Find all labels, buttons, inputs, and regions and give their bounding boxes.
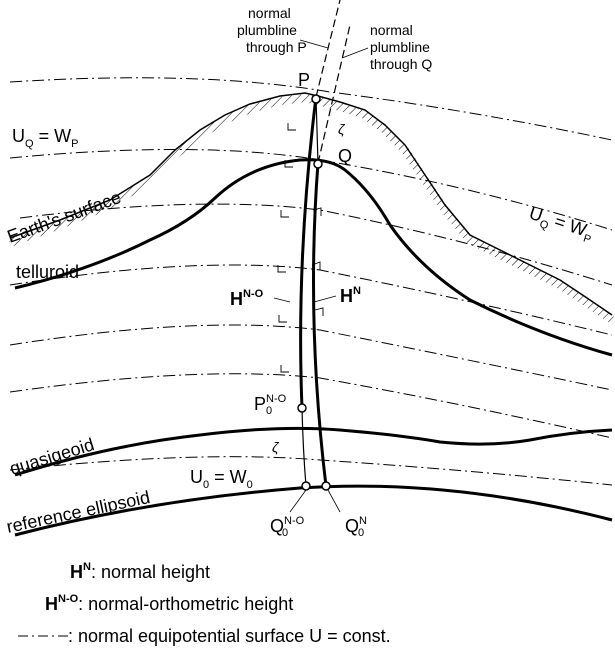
label-Q0-NO-sub: 0 — [282, 527, 288, 539]
leader-H-N — [313, 295, 337, 303]
point-Q0-N-marker — [321, 481, 331, 491]
earths-surface-line — [8, 92, 615, 324]
leader-P — [299, 39, 329, 49]
label-P: P — [298, 70, 310, 90]
equipotential-line-3 — [19, 203, 613, 286]
equipotential-line-6 — [9, 373, 613, 439]
equipotential-line-1 — [9, 77, 613, 141]
reference-ellipsoid-line — [14, 484, 613, 537]
telluroid-line — [14, 158, 613, 357]
point-P-marker — [311, 94, 321, 104]
label-zeta-top: ζ — [338, 121, 346, 137]
label-UQ-WP-right: UQ = WP — [526, 203, 597, 246]
leader-Q0-NO — [289, 489, 307, 513]
label-UQ-WP-right-group: UQ = WP — [526, 203, 597, 246]
leader-H-NO — [273, 297, 291, 303]
leader-Q — [341, 47, 369, 59]
label-reference-ellipsoid: reference ellipsoid — [5, 487, 152, 537]
quasigeoid-line — [14, 426, 613, 477]
legend-item-equipotential: : normal equipotential surface U = const… — [68, 626, 391, 646]
label-Q0-NO: QN-O — [270, 515, 305, 536]
label-plumbline-P: normal plumbline through P — [237, 5, 307, 55]
label-Q0-N: QN — [345, 515, 367, 536]
label-plumbline-Q: normal plumbline through Q — [370, 22, 434, 72]
label-H-NO: HN-O — [230, 288, 264, 309]
label-UQ-WP-left: UQ = WP — [12, 126, 78, 150]
legend: HN: normal height HN-O: normal-orthometr… — [18, 561, 391, 646]
points — [297, 94, 331, 491]
label-H-N: HN — [340, 285, 361, 306]
label-earths-surface: Earth's surface — [5, 187, 124, 247]
legend-item-normal-height: HN: normal height — [70, 561, 210, 582]
label-U0-W0: U0 = W0 — [190, 467, 253, 491]
plumbline-lower-P — [301, 407, 307, 487]
legend-item-normal-orthometric-height: HN-O: normal-orthometric height — [45, 593, 293, 614]
label-P0-NO: PN-O — [254, 393, 287, 414]
leader-Q0-N — [327, 489, 341, 513]
label-Q0-N-sub: 0 — [358, 527, 364, 539]
equipotential-line-7 — [9, 456, 613, 486]
normal-height-curve — [312, 162, 328, 487]
label-quasigeoid: quasigeoid — [7, 434, 96, 479]
point-Q0-NO-marker — [301, 481, 311, 491]
equipotential-line-2 — [9, 149, 613, 231]
normal-orthometric-height-curve — [299, 96, 318, 409]
plumbline-P-dashed — [315, 0, 341, 98]
label-Q: Q — [338, 146, 352, 166]
equipotential-line-5 — [9, 324, 613, 391]
label-zeta-bottom: ζ — [272, 439, 280, 455]
zeta-top-connector — [315, 96, 319, 164]
plumblines — [299, 0, 351, 487]
point-P0-NO-marker — [297, 403, 307, 413]
right-angle-marks — [277, 123, 324, 373]
label-telluroid: telluroid — [16, 262, 79, 282]
label-P0-NO-sub: 0 — [266, 405, 272, 417]
point-Q-marker — [313, 159, 323, 169]
